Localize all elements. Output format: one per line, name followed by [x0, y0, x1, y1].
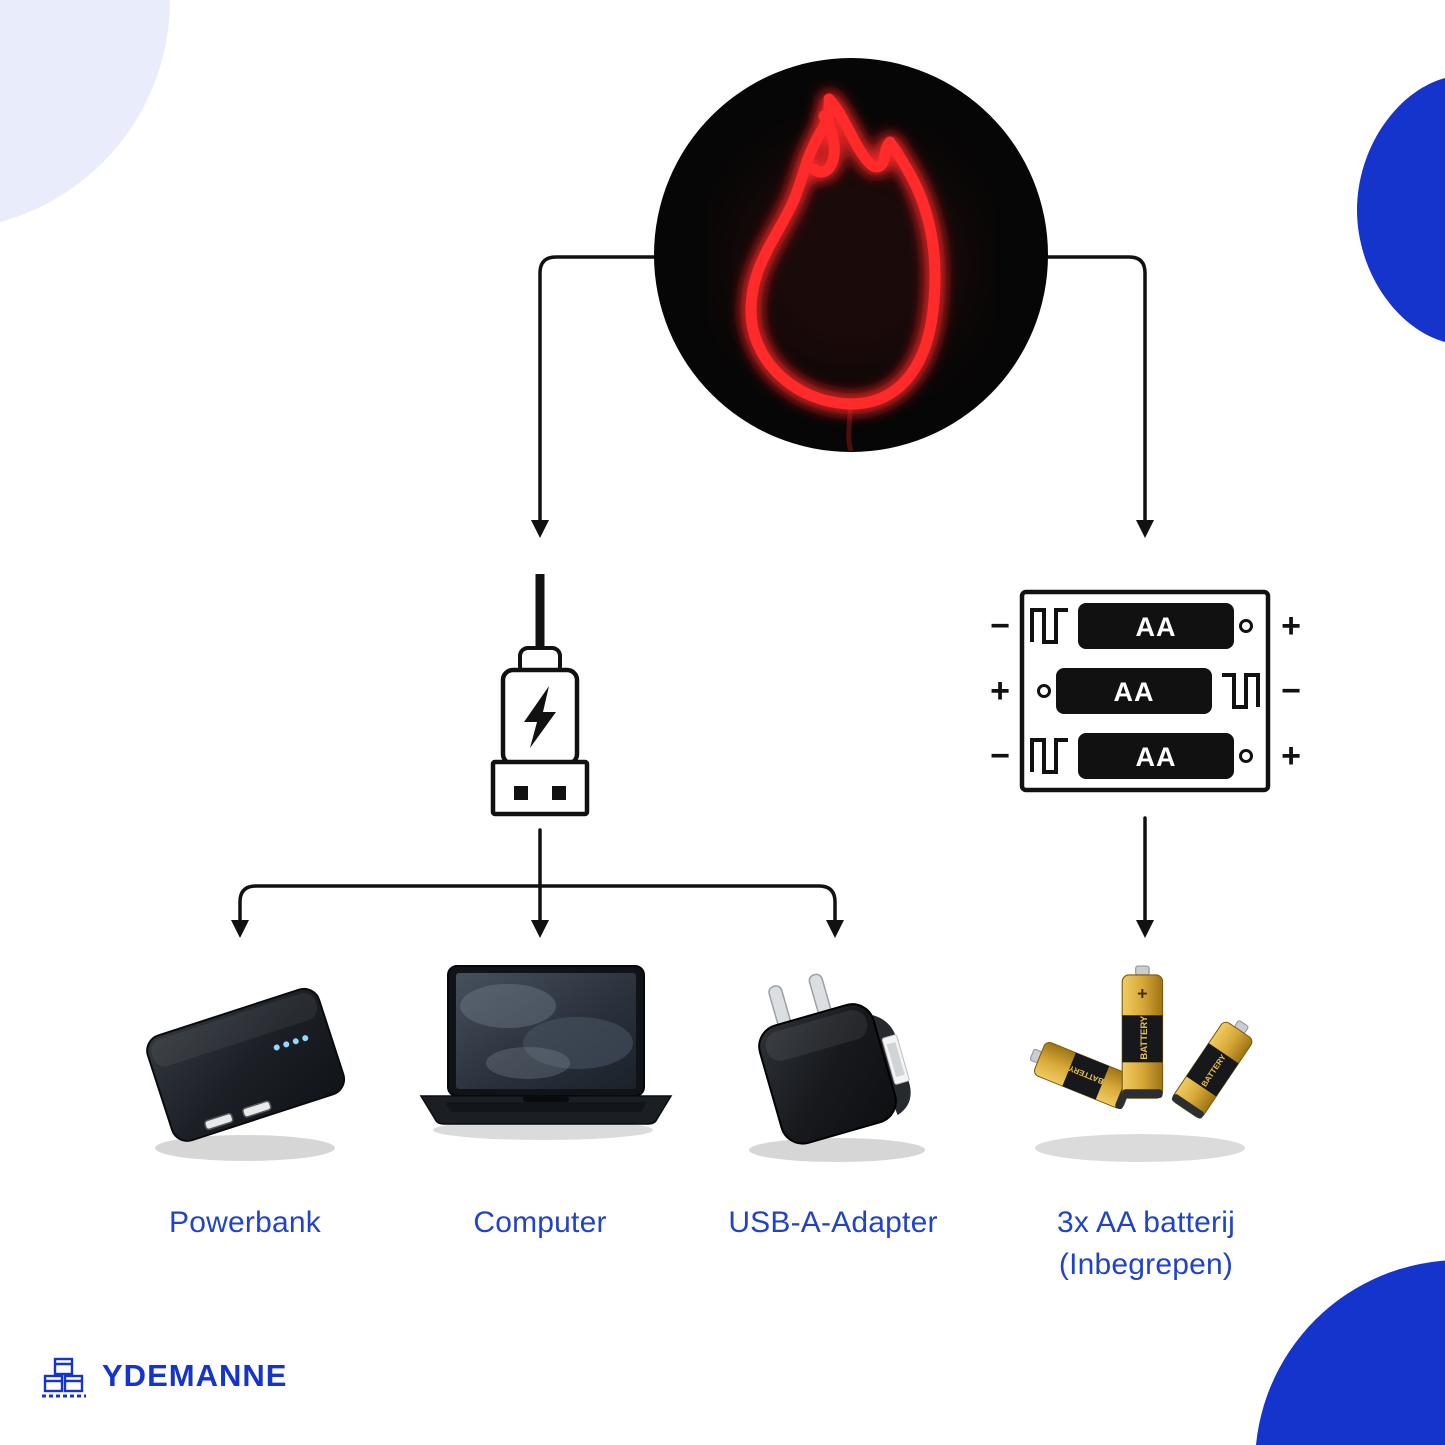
connector-flame-to-batteries — [1038, 255, 1147, 522]
svg-text:−: − — [990, 607, 1010, 645]
svg-text:+: + — [990, 672, 1010, 710]
computer-photo — [419, 965, 673, 1140]
battery-lying-left: BATTERY — [1029, 1042, 1135, 1110]
arrowheads — [231, 520, 1154, 938]
spring-contact-icon — [1222, 673, 1260, 709]
connector-flame-to-usb — [538, 255, 664, 522]
battery-brand-text: BATTERY — [1139, 1015, 1150, 1060]
battery-cell-label: AA — [1114, 677, 1155, 707]
battery-compartment-icon: AA AA AA − + + − − + — [990, 589, 1301, 793]
flame-neon-icon — [731, 93, 971, 452]
label-usb-adapter: USB-A-Adapter — [728, 1206, 938, 1239]
aa-batteries-photo: BATTERY + BATTERY BATTERY — [1029, 965, 1253, 1162]
powerbank-photo — [146, 987, 346, 1161]
flame-neon-photo — [654, 58, 1048, 452]
connector-split-bracket — [238, 884, 837, 922]
label-computer: Computer — [473, 1206, 607, 1239]
battery-plus-mark: + — [1137, 984, 1147, 1004]
boxes-logo-icon — [42, 1357, 86, 1398]
battery-standing: + BATTERY — [1121, 965, 1164, 1099]
spring-contact-icon — [1030, 608, 1068, 644]
label-powerbank: Powerbank — [169, 1206, 321, 1239]
brand-logo-text: YDEMANNE — [102, 1358, 288, 1393]
decor-shape-top-right — [1357, 78, 1445, 342]
battery-cell-label: AA — [1136, 612, 1177, 642]
spring-contact-icon — [1030, 738, 1068, 774]
label-aa-batteries-included: (Inbegrepen) — [1058, 1248, 1234, 1281]
polarity-signs: − + + − − + — [990, 607, 1301, 775]
brand-logo: YDEMANNE — [40, 1352, 287, 1400]
usb-cable-icon — [490, 574, 590, 817]
battery-leaning-right: BATTERY — [1171, 1020, 1253, 1119]
svg-text:−: − — [1281, 672, 1301, 710]
svg-text:+: + — [1281, 607, 1301, 645]
svg-text:+: + — [1281, 737, 1301, 775]
svg-text:−: − — [990, 737, 1010, 775]
label-aa-batteries: 3x AA batterij — [1057, 1206, 1235, 1239]
usb-adapter-photo — [749, 973, 925, 1162]
lightning-bolt-icon — [524, 686, 556, 748]
battery-cell-label: AA — [1136, 742, 1177, 772]
